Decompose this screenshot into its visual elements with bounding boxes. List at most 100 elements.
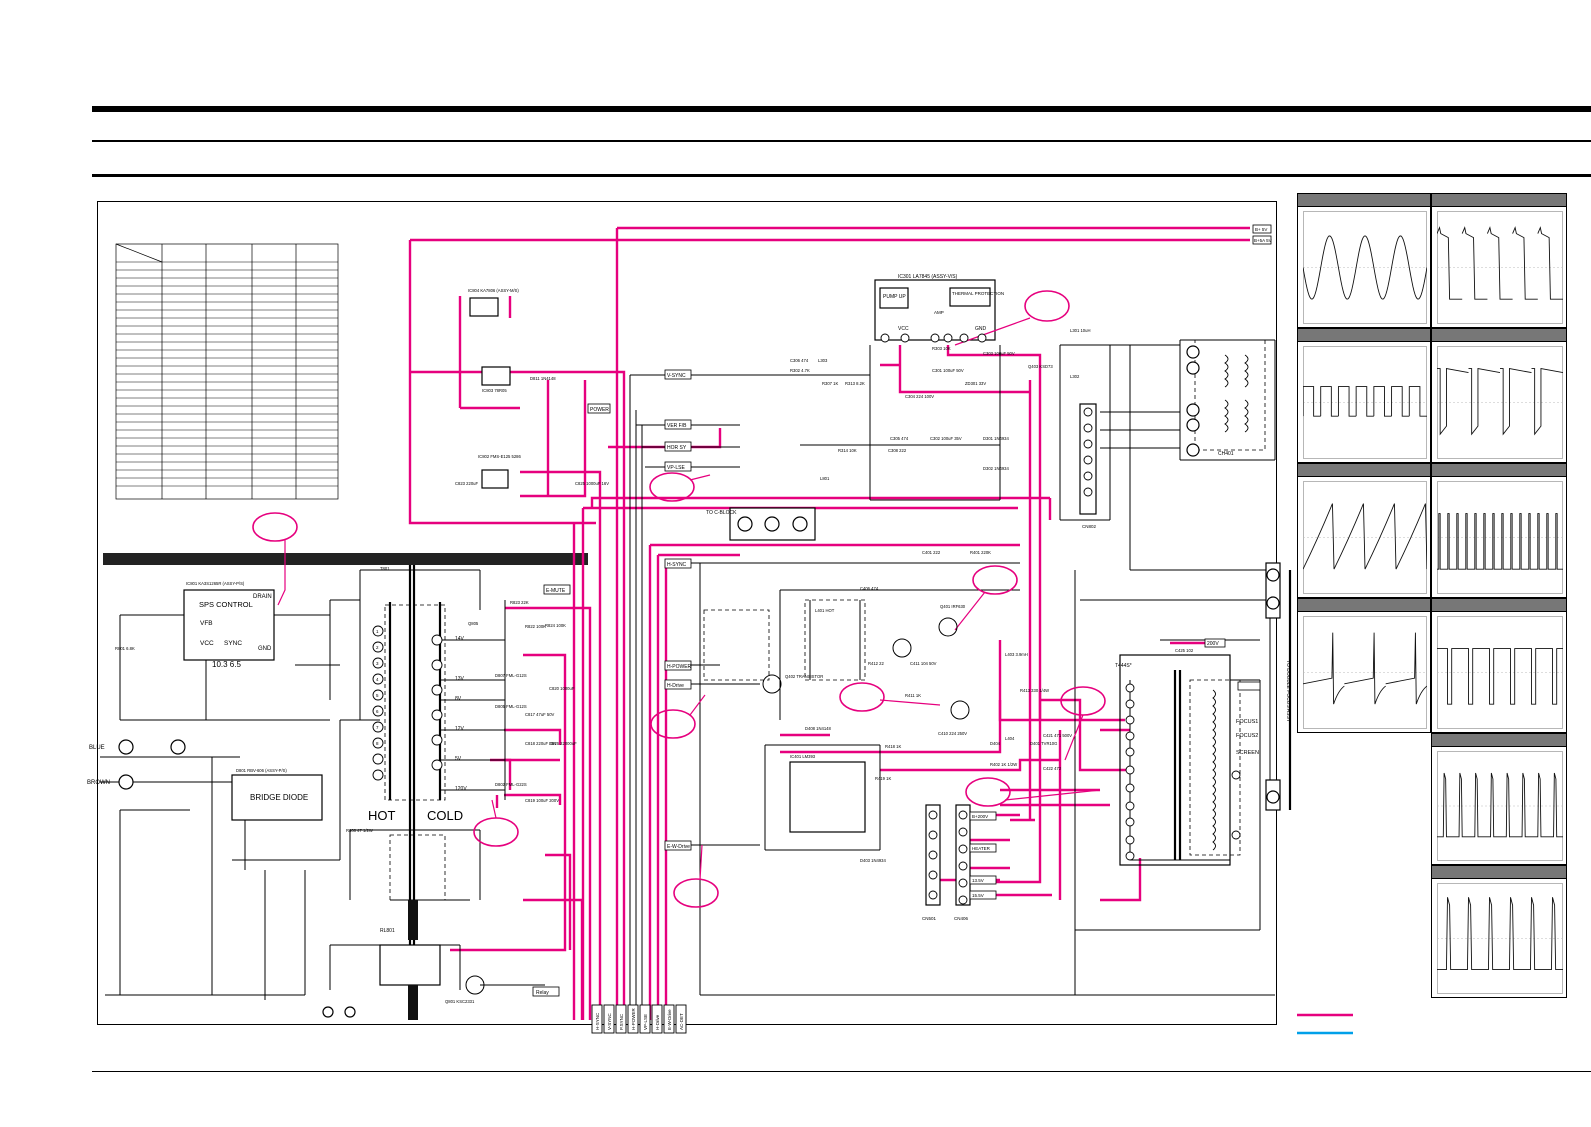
part-label: D805 FML-G12S (495, 704, 527, 709)
blue-input-label: BLUE (89, 745, 105, 751)
bridge-diode-block (231, 774, 323, 821)
pump-up-box (879, 287, 909, 309)
black-wiring (100, 339, 1276, 1020)
bus-terminals (591, 1004, 687, 1034)
part-label: D807 FML-G12S (495, 673, 527, 678)
rail-label-3: 8V (455, 696, 462, 702)
cn501-label: CN501 (922, 916, 937, 921)
hatched-band (103, 553, 588, 565)
part-label: R808 47 1/2W (346, 828, 373, 833)
waveform-path (1303, 386, 1427, 417)
lm393-ic (789, 761, 866, 833)
waveform-trace-8 (1437, 616, 1563, 729)
relay-block (379, 944, 441, 986)
b5v-flag: B+ 5V (1255, 227, 1267, 232)
pin-number: 7 (376, 725, 379, 730)
reference-table (115, 243, 339, 500)
part-label: R411 1K (905, 693, 921, 698)
v15-flag: 15.5V (972, 893, 984, 898)
part-label: D408 1N4148 (805, 726, 832, 731)
hor-sy-flag: HOR SY (667, 445, 687, 451)
b200v-flag: B+200V (972, 814, 988, 819)
waveform-path (1437, 226, 1563, 300)
legend (1297, 1013, 1353, 1035)
waveform-panel-1 (1297, 193, 1431, 328)
sps-gnd-label: GND (258, 646, 272, 652)
part-label: Q401 IRF630 (940, 604, 966, 609)
part-label: R401 220K (970, 550, 991, 555)
regulator-ic802 (481, 469, 509, 489)
part-label: D301 1N4934 (983, 436, 1010, 441)
pin-number: 5 (376, 693, 379, 698)
vp-lse-flag: VP-LSE (667, 465, 685, 471)
part-label: C401 222 (922, 550, 941, 555)
rail-label-5: 5V (455, 756, 462, 762)
signal-flags (532, 224, 1272, 997)
part-label: R313 8.2K (845, 381, 865, 386)
waveform-path (1303, 235, 1427, 300)
v13-flag: 13.5V (972, 878, 984, 883)
part-label: Q402 TRANSISTOR (785, 674, 823, 679)
sps-numbers-label: 10.3 6.5 (212, 660, 241, 669)
pin-number: 6 (376, 709, 379, 714)
part-label: R822 100K (525, 624, 546, 629)
waveform-path (1437, 368, 1563, 436)
v200-flag: 200V (1207, 641, 1219, 647)
waveform-panel-2 (1431, 193, 1567, 328)
bus-label-3: P.SYNC (619, 1013, 624, 1030)
regulator-ic803 (481, 366, 511, 386)
graticule-frame (1437, 211, 1563, 324)
part-label: L403 3.9mH (1005, 652, 1028, 657)
relay-flag: Relay (536, 990, 549, 996)
waveform-panel-4 (1431, 328, 1567, 463)
part-label: C410 224 250V (938, 731, 967, 736)
v-sync-flag: V-SYNC (667, 373, 686, 379)
waveform-panel-8 (1431, 598, 1567, 733)
part-label: C302 100uF 35V (930, 436, 962, 441)
part-label: C816 22000uF (549, 741, 577, 746)
waveform-trace-2 (1437, 211, 1563, 324)
waveform-path (1437, 648, 1563, 705)
part-label: Q805 (468, 621, 479, 626)
h-sync-flag: H-SYNC (667, 562, 687, 568)
waveform-header (1298, 599, 1430, 612)
part-label: R419 1K (875, 776, 892, 781)
waveform-header (1298, 329, 1430, 342)
ew-drive-flag: E-W-Drive (667, 844, 690, 850)
hot-zone-label: HOT (368, 808, 396, 823)
bus-label-6: H-Drive (655, 1014, 660, 1030)
bus-label-7: E-W-Drive (667, 1009, 672, 1030)
e-mute-flag: E-MUTE (546, 588, 566, 594)
h-drive-flag: H-Drive (667, 683, 684, 689)
waveform-panel-5 (1297, 463, 1431, 598)
part-label: IC804 KA7806 (ASSY-M/S) (468, 288, 519, 293)
bus-label-1: H-SYNC (595, 1012, 600, 1030)
part-label: R413 330 1/4W (1020, 688, 1049, 693)
waveform-header (1432, 194, 1566, 207)
waveform-trace-4 (1437, 346, 1563, 459)
part-label: C305 474 (890, 436, 909, 441)
h-power-flag: H-POWER (667, 664, 692, 670)
waveform-trace-5 (1303, 481, 1427, 594)
part-label: D801 RBV-606 (ASSY-P/S) (236, 768, 287, 773)
part-label: IC801 KA3S1265R (ASSY-P/S) (186, 581, 245, 586)
part-label: C825 1000uF 16V (575, 481, 609, 486)
part-label: L404 (1005, 736, 1015, 741)
yoke-coils (1212, 354, 1249, 851)
part-label: R303 10K (932, 346, 951, 351)
to-crt-block-label: TO C-BLOCK (706, 510, 737, 516)
sps-drain-label: DRAIN (253, 594, 272, 600)
part-label: D401 TVR10G (1030, 741, 1057, 746)
bus-label-8: AC-DET (679, 1013, 684, 1030)
part-label: ZD301 33V (965, 381, 986, 386)
sps-vfb-label: VFB (200, 620, 213, 627)
waveform-trace-7 (1303, 616, 1427, 729)
regulator-ic804 (469, 297, 499, 317)
part-label: L302 (1070, 374, 1080, 379)
waveform-trace-9 (1437, 751, 1563, 861)
gnd-label: GND (975, 326, 987, 332)
thermal-box (949, 287, 991, 307)
waveform-panel-9 (1431, 733, 1567, 865)
top-thick-rule (92, 106, 1591, 112)
